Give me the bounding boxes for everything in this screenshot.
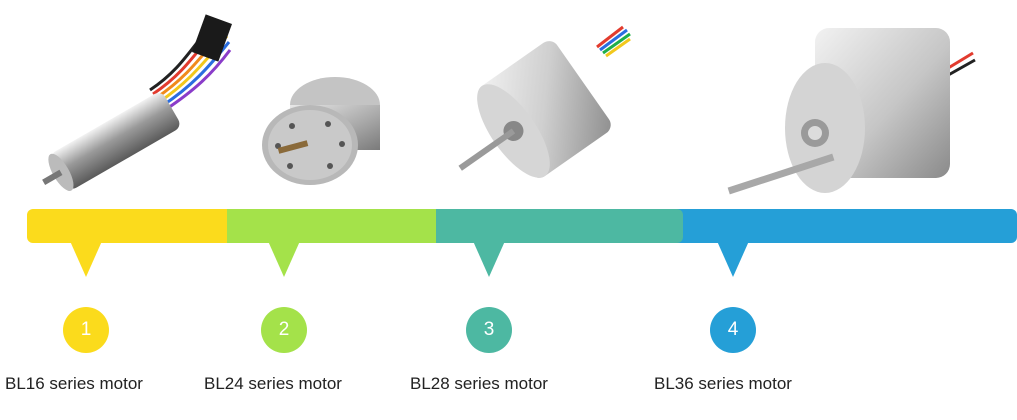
timeline-segment-3 <box>423 209 683 243</box>
timeline-segment-1 <box>27 209 227 243</box>
step-badge-1: 1 <box>63 307 109 353</box>
step-badge-4: 4 <box>710 307 756 353</box>
step-label-2: BL24 series motor <box>204 374 342 393</box>
timeline-pointer-1 <box>70 241 102 277</box>
timeline-pointer-3 <box>473 241 505 277</box>
step-label-1: BL16 series motor <box>5 374 143 393</box>
bl36-motor-image <box>715 18 976 208</box>
timeline-segment-4 <box>655 209 1017 243</box>
bl16-motor-image <box>30 10 232 200</box>
bl28-motor-image <box>455 25 631 200</box>
timeline-segment-2 <box>214 209 436 243</box>
timeline-pointer-2 <box>268 241 300 277</box>
bl24-motor-image <box>250 60 390 200</box>
step-label-3: BL28 series motor <box>410 374 548 393</box>
timeline-pointer-4 <box>717 241 749 277</box>
step-badge-3: 3 <box>466 307 512 353</box>
step-badge-2: 2 <box>261 307 307 353</box>
step-label-4: BL36 series motor <box>654 374 792 393</box>
